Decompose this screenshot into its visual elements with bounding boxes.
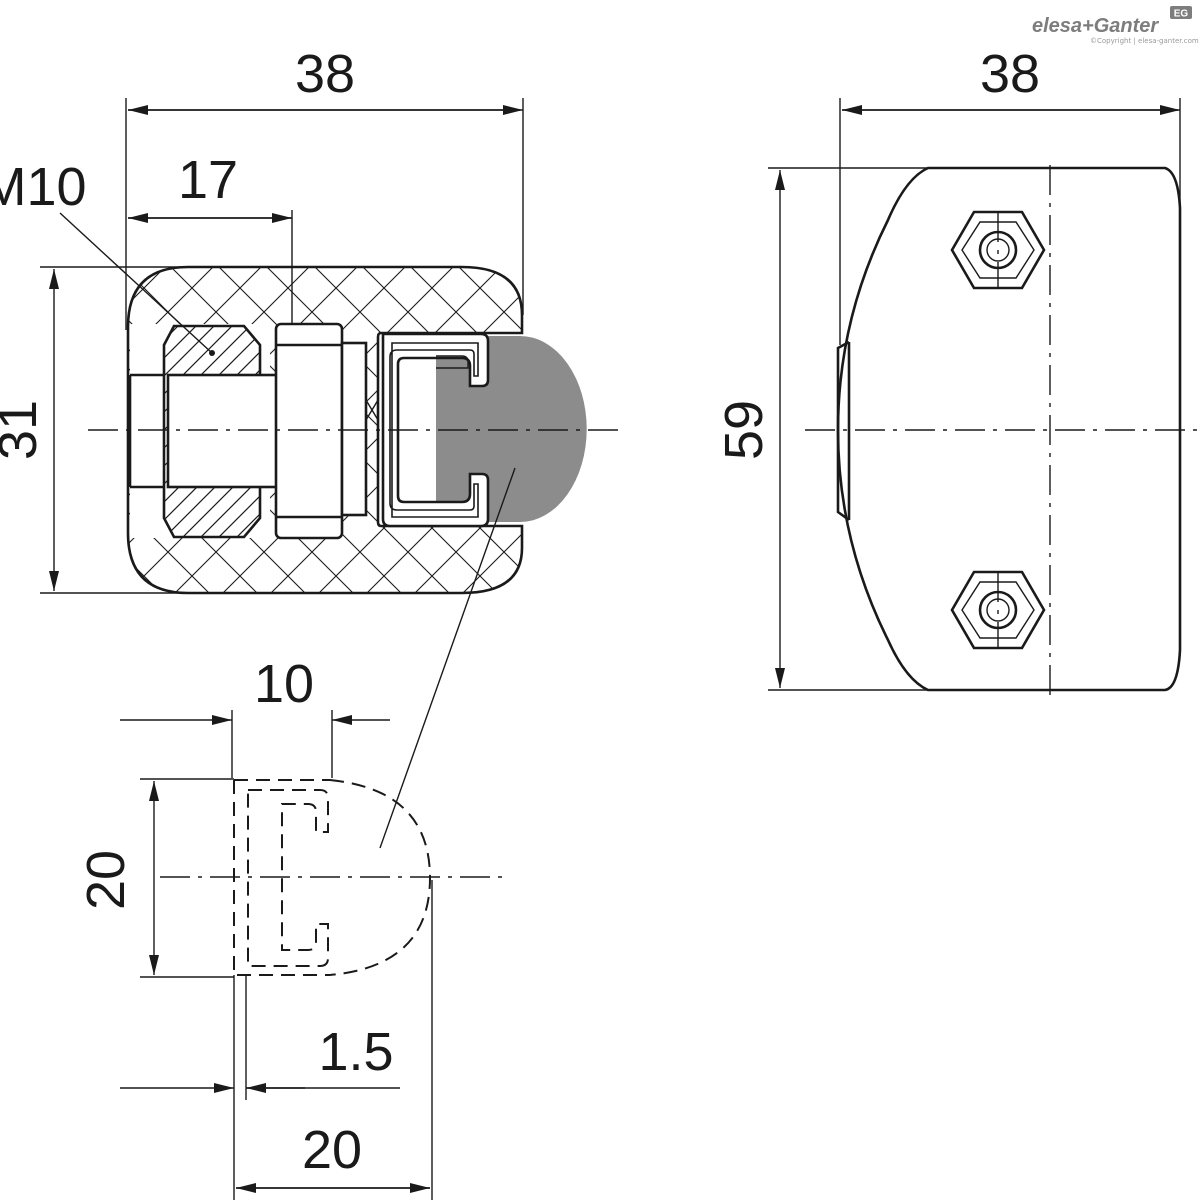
- dim-detail-wall: 1.5: [318, 1022, 393, 1082]
- copyright-notice: ©Copyright | elesa-ganter.com: [1090, 37, 1199, 45]
- dim-detail-total-width: 20: [302, 1120, 362, 1180]
- dim-detail-height: 20: [76, 850, 136, 910]
- brand-logo-text: elesa+Ganter: [1032, 15, 1159, 37]
- brand-logo: elesa+Ganter EG ©Copyright | elesa-gante…: [1032, 6, 1199, 45]
- brand-badge-box: [1170, 6, 1192, 19]
- thread-label: M10: [0, 157, 87, 217]
- detail-view: 10 20 1.5 20: [76, 654, 510, 1200]
- side-view: 38 59: [714, 44, 1200, 695]
- detail-bead-outline: [329, 779, 432, 976]
- body-side-outline: [836, 166, 1182, 692]
- section-view: 38 17 31 M10: [0, 44, 620, 849]
- brand-badge: EG: [1174, 9, 1189, 20]
- dim-detail-insert-width: 10: [254, 654, 314, 714]
- insert-bead: [436, 336, 587, 522]
- dim-side-width: 38: [980, 44, 1040, 104]
- dim-section-offset: 17: [178, 150, 238, 210]
- dim-section-height: 31: [0, 400, 48, 460]
- dim-section-width: 38: [295, 44, 355, 104]
- dim-side-height: 59: [714, 400, 774, 460]
